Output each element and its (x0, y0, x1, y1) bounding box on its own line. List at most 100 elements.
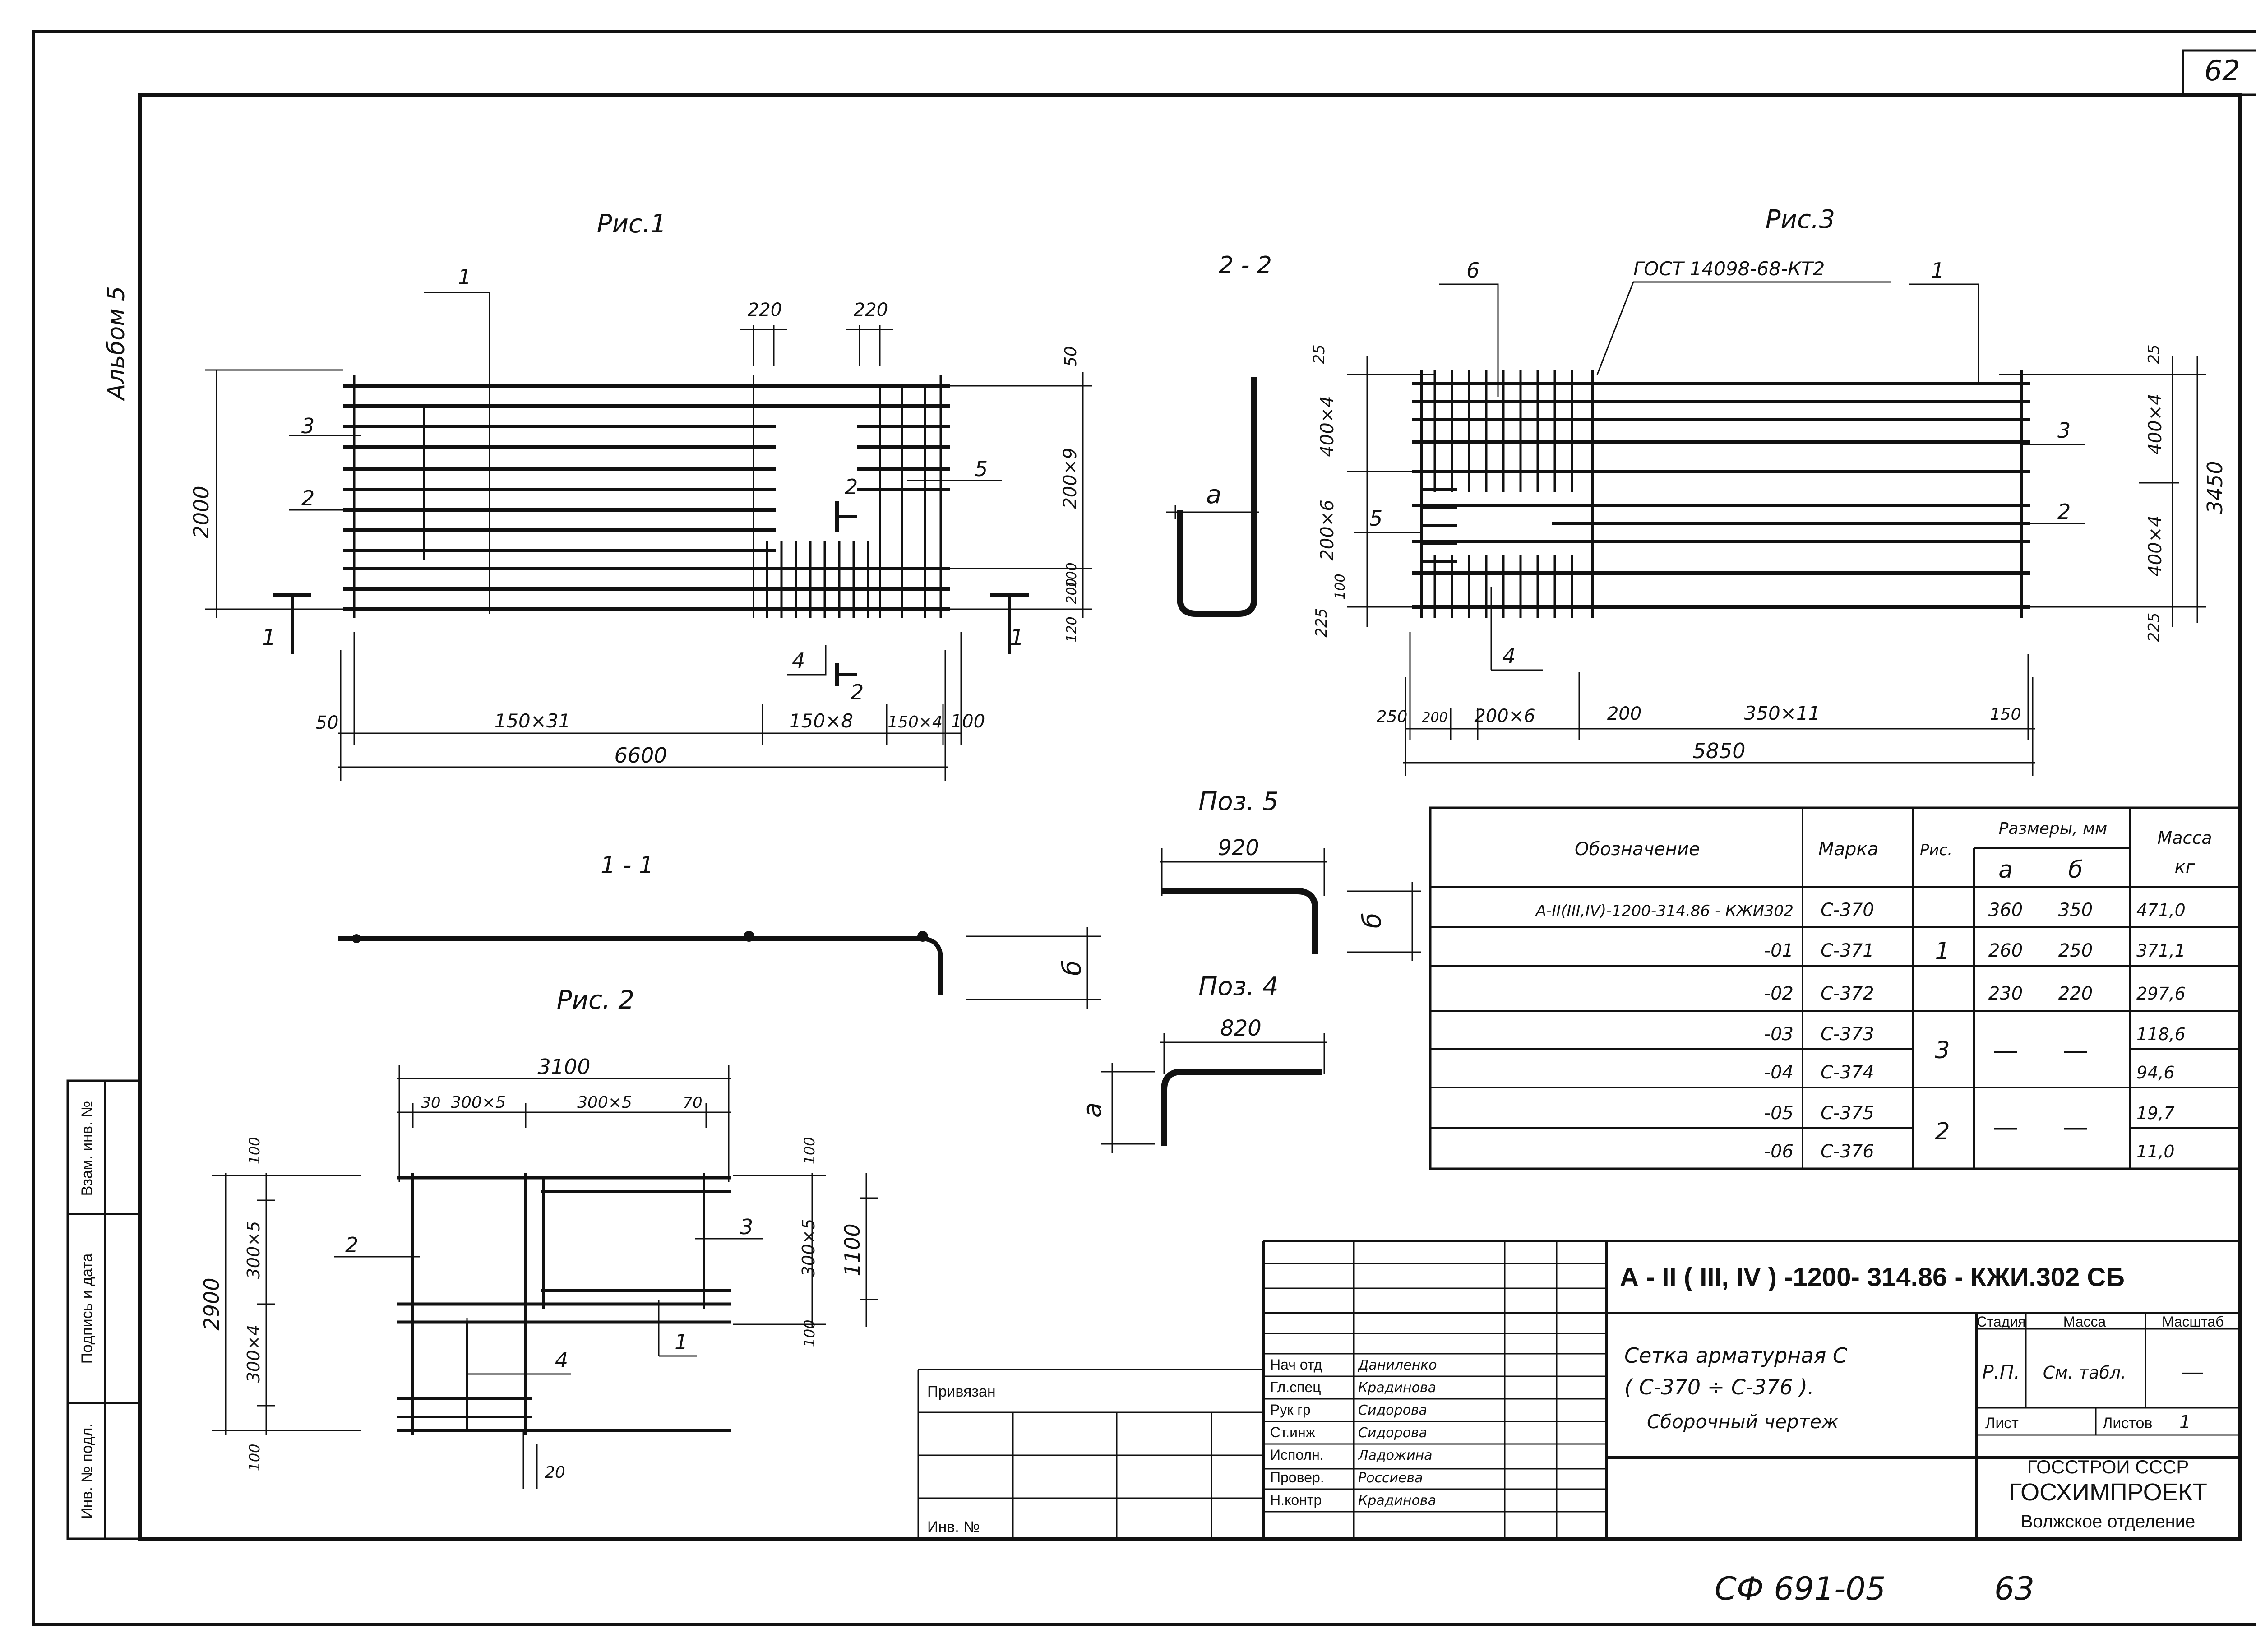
fig3-leader-3: 3 (2057, 418, 2071, 443)
sheets-label: Листов (2103, 1415, 2152, 1432)
section-1-left-mark (273, 593, 311, 654)
fig3-leader-2: 2 (2057, 500, 2071, 524)
stamp-inv-orig: Инв. № подл. (79, 1423, 96, 1519)
tb-name: Россиева (1358, 1470, 1423, 1486)
fig3-weld-leader (1596, 281, 1891, 375)
fig1-leader-1-line (424, 292, 490, 609)
spec-header-fig: Рис. (1920, 841, 1952, 859)
spec-header-mark: Марка (1818, 839, 1878, 860)
fig1-leader-1: 1 (458, 265, 471, 289)
fig3-dim-left-3: 225 (1313, 608, 1331, 638)
spec-row-designation: -06 (1764, 1141, 1794, 1162)
fig2-dim-right-2: 100 (801, 1319, 818, 1347)
pos5-label: б (1358, 913, 1387, 929)
fig3-dim-bottom-1: 200 (1422, 710, 1447, 726)
pos4-length: 820 (1220, 1016, 1262, 1041)
fig3-dim-bottom-5: 150 (1990, 705, 2021, 724)
fig2-dim-top-part-1: 300×5 (451, 1093, 506, 1112)
figure-1: Рис.1 1 3 2 5 4 1 1 2 2 2000 50 150×31 1… (189, 209, 1092, 781)
fig1-leader-2: 2 (301, 486, 314, 510)
spec-row-b: 350 (2058, 900, 2093, 921)
pos5-side-dim (1347, 882, 1421, 961)
fig2-dim-left-total: 2900 (199, 1277, 224, 1330)
spec-table-row-separators (1913, 927, 2130, 966)
fig3-dim-lines (1347, 356, 2206, 776)
title-name-line-3: Сборочный чертеж (1647, 1411, 1839, 1433)
section-1-left-label: 1 (262, 625, 276, 651)
spec-row-a: 360 (1988, 900, 2023, 921)
fig2-dim-left-0: 100 (246, 1137, 263, 1164)
spec-row-mark: С-370 (1821, 900, 1874, 921)
org-line-3: Волжское отделение (2021, 1512, 2196, 1532)
fig3-leader-4-line (1490, 587, 1543, 671)
pos5-title: Поз. 5 (1198, 787, 1278, 816)
fig2-dim-bottom: 20 (545, 1463, 565, 1482)
spec-header-b: б (2068, 856, 2083, 884)
section-1-1-bar (338, 936, 943, 995)
title-name-line-2: ( С-370 ÷ С-376 ). (1624, 1375, 1814, 1399)
title-block-grid (1263, 1241, 2240, 1539)
fig1-dim-total: 6600 (614, 743, 667, 768)
spec-row-mark: С-374 (1821, 1062, 1874, 1083)
fig2-dim-lines (212, 1065, 878, 1489)
fig1-dim-lines (205, 325, 1092, 781)
tb-role: Н.контр (1270, 1492, 1322, 1508)
section-2-2: 2 - 2 а (1166, 252, 1272, 617)
spec-row-designation: -01 (1764, 940, 1794, 961)
pos4-side-dim (1101, 1063, 1155, 1153)
fig3-leader-4: 4 (1502, 644, 1516, 668)
spec-header-designation: Обозначение (1575, 839, 1700, 860)
fig3-dim-right-3: 225 (2145, 613, 2163, 642)
spec-row-mass: 371,1 (2136, 941, 2186, 961)
spec-row-mass: 118,6 (2136, 1024, 2186, 1044)
tb-role: Ст.инж (1270, 1424, 1316, 1440)
spec-row-a: 230 (1988, 983, 2023, 1004)
sheets-value: 1 (2179, 1412, 2191, 1433)
section-2-2-profile (1177, 377, 1257, 617)
title-code: А - II ( III, IV ) -1200- 314.86 - КЖИ.3… (1620, 1263, 2125, 1292)
fig2-dim-left-3: 100 (246, 1444, 263, 1471)
fig3-dim-right-2: 400×4 (2145, 515, 2166, 576)
fig2-dim-left-1: 300×5 (244, 1221, 264, 1279)
spec-header-sizes: Размеры, мм (1999, 819, 2108, 838)
fig3-leader-6-line (1439, 283, 1499, 397)
fig2-dim-left-2: 300×4 (244, 1325, 264, 1383)
fig3-dim-right-total: 3450 (2203, 461, 2227, 514)
fig2-dim-top-part-2: 300×5 (577, 1093, 632, 1112)
pos4-label: а (1078, 1102, 1107, 1118)
scale-value: — (2182, 1360, 2203, 1383)
spec-row-mark: С-375 (1821, 1103, 1874, 1124)
fig1-dim-bottom-0: 50 (316, 713, 339, 733)
archive-sheet: 63 (1994, 1570, 2034, 1607)
section-2-top-label: 2 (845, 475, 858, 499)
section-1-1-title: 1 - 1 (601, 852, 654, 879)
stamp-signature-date: Подпись и дата (79, 1254, 96, 1364)
side-stamp: Инв. № подл. Подпись и дата Взам. инв. № (66, 1079, 142, 1540)
tb-name: Даниленко (1357, 1357, 1437, 1373)
tb-name: Сидорова (1358, 1425, 1427, 1441)
fig3-dim-bottom-2: 200×6 (1474, 706, 1535, 727)
fig2-dim-top: 3100 (537, 1055, 590, 1079)
page-number: 62 (2205, 54, 2240, 87)
tb-name: Сидорова (1358, 1402, 1427, 1418)
fig3-leader-1: 1 (1931, 258, 1944, 282)
fig2-leader-4: 4 (555, 1348, 568, 1372)
spec-row-mark: С-376 (1821, 1141, 1874, 1162)
spec-row-designation: -03 (1764, 1024, 1794, 1045)
fig1-leader-3: 3 (301, 414, 314, 438)
tb-role: Исполн. (1270, 1447, 1324, 1463)
position-4: Поз. 4 820 а (1078, 972, 1327, 1153)
mass-label: Масса (2063, 1314, 2106, 1330)
tb-name: Крадинова (1358, 1380, 1436, 1396)
fig3-dim-bottom-0: 250 (1377, 708, 1408, 726)
bound-label: Привязан (927, 1383, 996, 1400)
fig1-title: Рис.1 (597, 209, 666, 239)
fig3-dim-left-4: 100 (1332, 574, 1348, 599)
tb-role: Нач отд (1270, 1356, 1322, 1373)
tb-role: Гл.спец (1270, 1379, 1321, 1395)
pos4-dim (1160, 1033, 1327, 1074)
fig1-dim-right-1: 200×9 (1060, 448, 1081, 509)
spec-dash-b-1: — (2064, 1037, 2087, 1064)
fig1-dim-bottom-1: 150×31 (495, 710, 571, 732)
section-1-1-wire-c (917, 931, 928, 942)
